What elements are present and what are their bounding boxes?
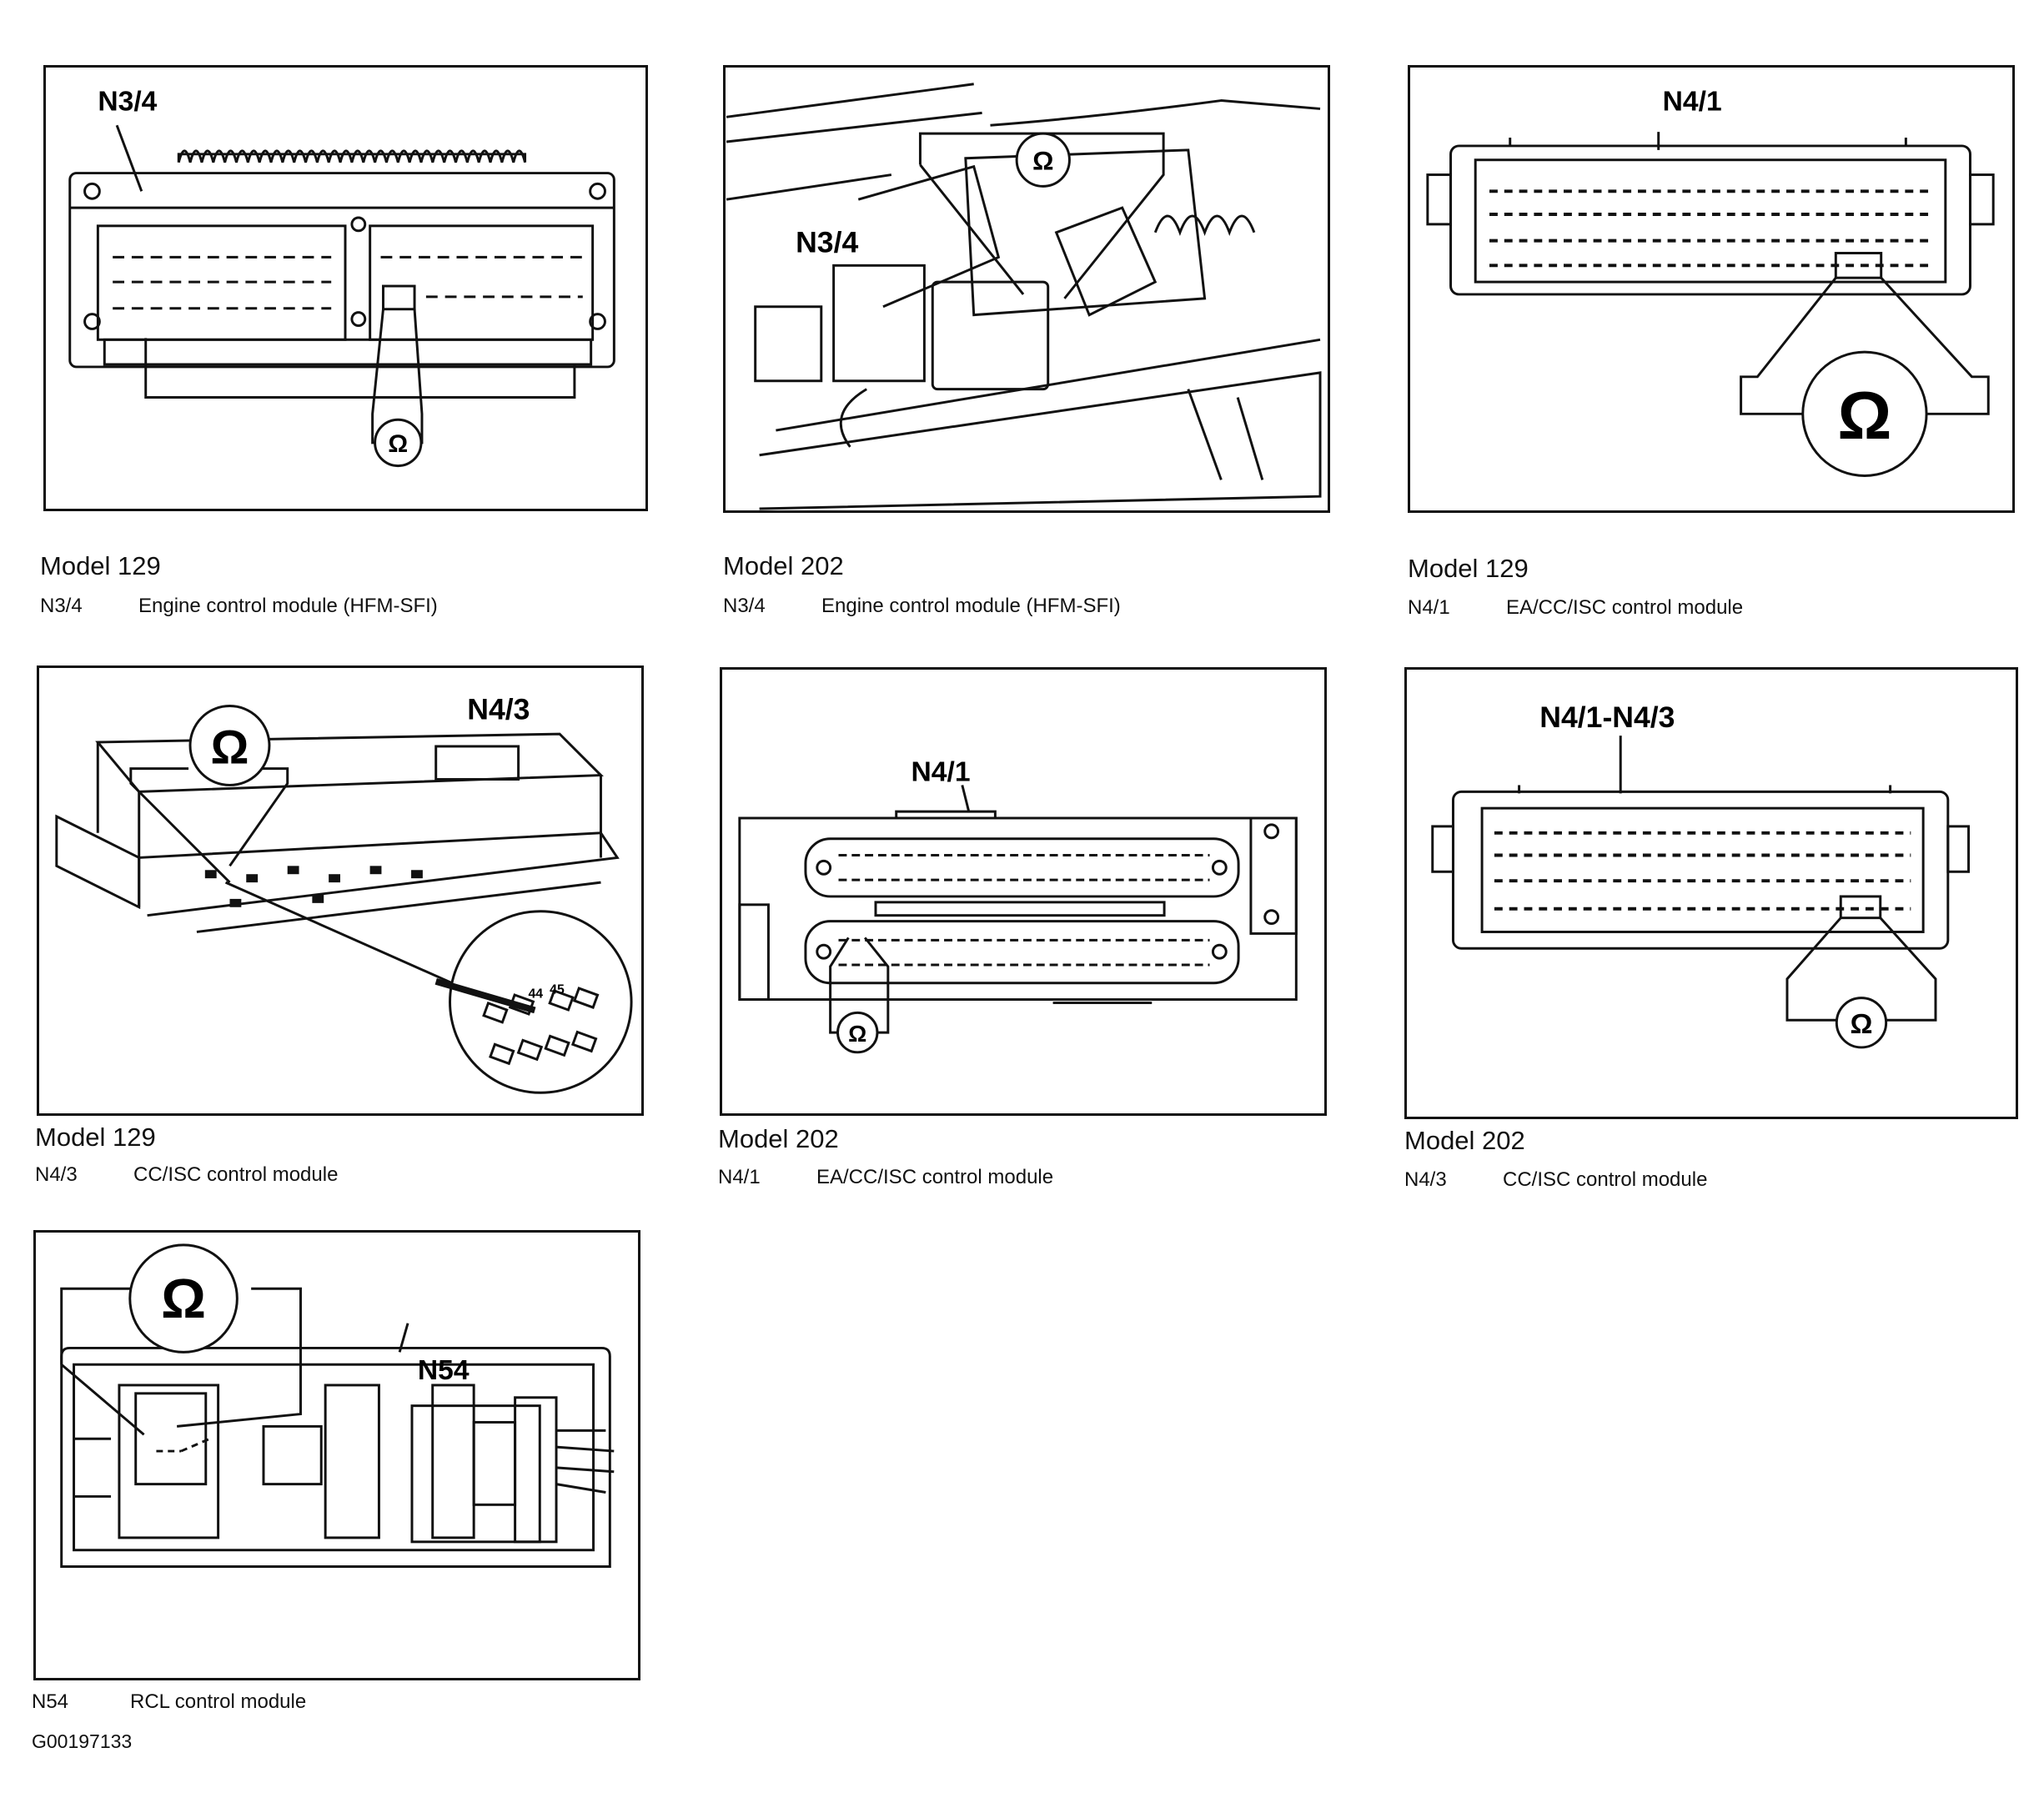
figure-5-description: EA/CC/ISC control module — [816, 1166, 1054, 1188]
figure-1-model: Model 129 — [40, 551, 161, 580]
figure-3-label: N4/1 — [1663, 86, 1722, 117]
figure-1-panel: N3/4 Ω — [43, 65, 648, 511]
figure-1-description: Engine control module (HFM-SFI) — [138, 595, 438, 617]
figure-7-label: N54 — [418, 1355, 470, 1386]
figure-id: G00197133 — [32, 1730, 133, 1752]
figure-1-code: N3/4 — [40, 595, 83, 617]
ohmmeter-icon: Ω — [210, 721, 249, 775]
engine-bay-illustration: Ω N3/4 — [726, 83, 1322, 510]
figure-2-label: N3/4 — [796, 225, 858, 259]
figure-5-panel: Ω N4/1 — [720, 667, 1327, 1116]
figure-4-code: N4/3 — [35, 1163, 78, 1186]
figure-6-description: CC/ISC control module — [1503, 1168, 1708, 1191]
figure-4-panel: Ω 44 45 N4/3 — [37, 665, 644, 1116]
figure-3-description: EA/CC/ISC control module — [1506, 596, 1744, 619]
ohmmeter-icon: Ω — [1032, 146, 1053, 176]
figure-2-description: Engine control module (HFM-SFI) — [821, 595, 1121, 617]
figure-7-panel: Ω N54 — [33, 1230, 640, 1680]
cc-isc-module-illustration: Ω 44 45 N4/3 — [55, 692, 633, 1094]
figure-5-model: Model 202 — [718, 1124, 839, 1153]
figure-5-code: N4/1 — [718, 1166, 761, 1188]
ohmmeter-icon: Ω — [1837, 379, 1891, 454]
figure-7-code: N54 — [32, 1690, 69, 1713]
dual-connector-module-illustration: Ω N4/1 — [738, 756, 1298, 1054]
figure-3-model: Model 129 — [1408, 554, 1529, 583]
rcl-control-module-illustration: Ω N54 — [60, 1243, 615, 1568]
figure-6-label: N4/1-N4/3 — [1539, 701, 1675, 734]
figure-1-label: N3/4 — [98, 86, 157, 117]
ohmmeter-icon: Ω — [161, 1268, 206, 1330]
figure-2-panel: Ω N3/4 — [723, 65, 1330, 513]
figure-7-description: RCL control module — [130, 1690, 307, 1713]
engine-control-module-illustration: N3/4 Ω — [68, 86, 615, 468]
ohmmeter-icon: Ω — [388, 430, 408, 458]
figure-6-code: N4/3 — [1404, 1168, 1447, 1191]
figure-4-description: CC/ISC control module — [133, 1163, 339, 1186]
ohmmeter-icon: Ω — [1851, 1009, 1873, 1040]
ohmmeter-icon: Ω — [848, 1021, 866, 1047]
figure-4-label: N4/3 — [467, 692, 530, 726]
figure-4-model: Model 129 — [35, 1122, 156, 1152]
figure-6-model: Model 202 — [1404, 1126, 1525, 1155]
figure-3-code: N4/1 — [1408, 596, 1450, 619]
figure-3-panel: Ω N4/1 — [1408, 65, 2015, 513]
figure-5-label: N4/1 — [912, 756, 971, 787]
control-module-connector-illustration: Ω N4/1 — [1426, 86, 1995, 477]
figure-2-model: Model 202 — [723, 551, 844, 580]
figure-2-code: N3/4 — [723, 595, 766, 617]
pin-label-a: 44 — [528, 987, 543, 1002]
figure-6-panel: Ω N4/1-N4/3 — [1404, 667, 2018, 1119]
control-module-connector-illustration: Ω N4/1-N4/3 — [1431, 701, 1971, 1049]
pin-label-b: 45 — [550, 983, 565, 997]
